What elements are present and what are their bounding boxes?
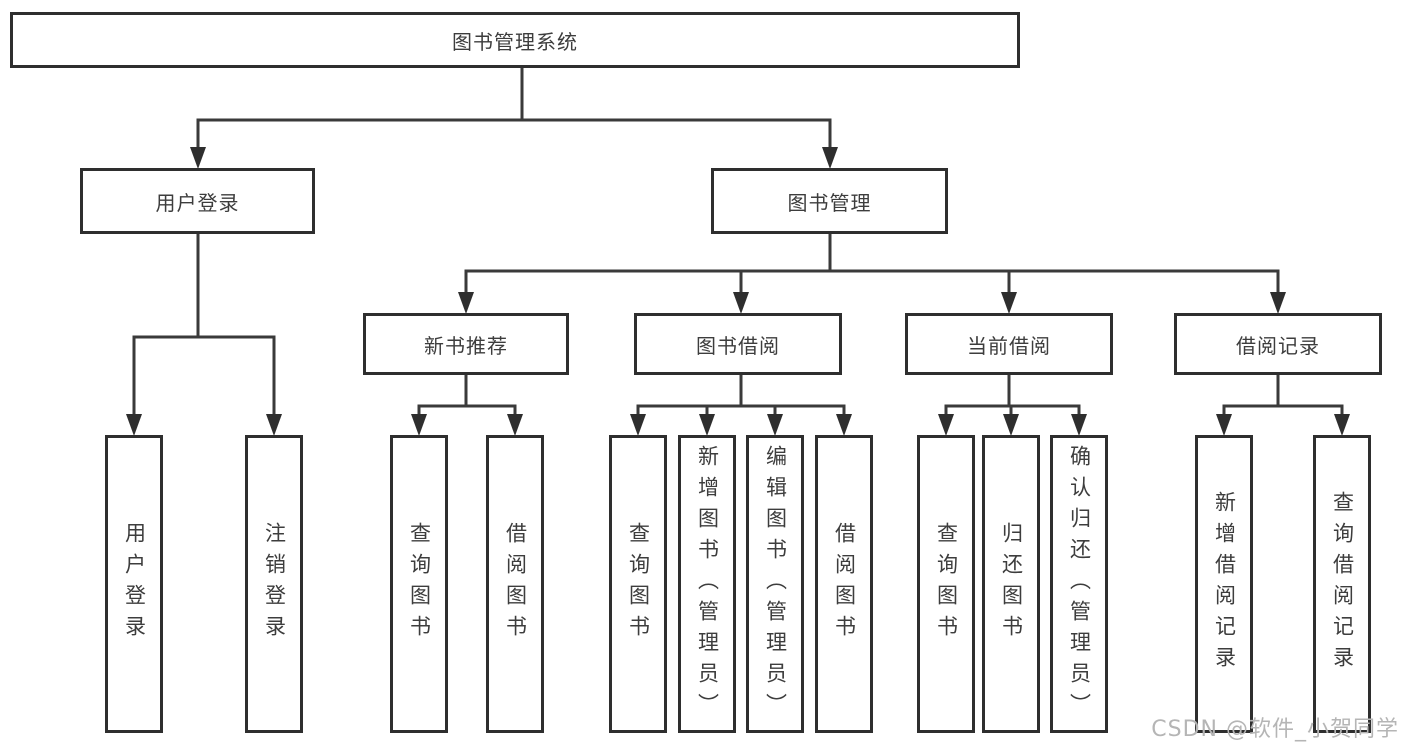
- arrowhead-cur-return: [1003, 414, 1019, 436]
- csdn-watermark: CSDN @软件_小贺同学: [1151, 717, 1399, 742]
- arrowhead-log-add: [1216, 414, 1232, 436]
- node-root: 图书管理系统: [10, 12, 1020, 68]
- arrowhead-user-login: [190, 147, 206, 169]
- node-leaf-cur-return-books: 归还图书: [982, 435, 1040, 733]
- node-borrow-records: 借阅记录: [1174, 313, 1382, 375]
- node-leaf-bor-add-books: 新增图书（管理员）: [678, 435, 736, 733]
- node-leaf-log-add-record: 新增借阅记录: [1195, 435, 1253, 733]
- arrowhead-rec-query: [411, 414, 427, 436]
- node-leaf-bor-edit-books: 编辑图书（管理员）: [746, 435, 804, 733]
- arrowhead-leaf-userlogin: [126, 414, 142, 436]
- arrowhead-newbook: [458, 292, 474, 314]
- arrowhead-log-query: [1334, 414, 1350, 436]
- node-label: 借阅记录: [1236, 333, 1320, 358]
- node-label: 新书推荐: [424, 333, 508, 358]
- node-leaf-user-login: 用户登录: [105, 435, 163, 733]
- arrowhead-currentborrow: [1001, 292, 1017, 314]
- node-leaf-bor-query-books: 查询图书: [609, 435, 667, 733]
- node-label: 借阅图书: [832, 522, 857, 646]
- node-label: 确认归还（管理员）: [1067, 444, 1092, 724]
- node-leaf-rec-borrow-books: 借阅图书: [486, 435, 544, 733]
- node-label: 查询图书: [626, 522, 651, 646]
- node-label: 查询借阅记录: [1330, 491, 1355, 677]
- node-label: 归还图书: [999, 522, 1024, 646]
- node-label: 新增图书（管理员）: [695, 444, 720, 724]
- arrowhead-borrowrecords: [1270, 292, 1286, 314]
- node-book-borrowing: 图书借阅: [634, 313, 842, 375]
- node-label: 查询图书: [407, 522, 432, 646]
- node-current-borrowing: 当前借阅: [905, 313, 1113, 375]
- node-leaf-bor-borrow-books: 借阅图书: [815, 435, 873, 733]
- arrowhead-cur-query: [938, 414, 954, 436]
- node-new-book-recommend: 新书推荐: [363, 313, 569, 375]
- node-label: 图书管理系统: [452, 29, 578, 54]
- node-label: 当前借阅: [967, 333, 1051, 358]
- node-label: 查询图书: [934, 522, 959, 646]
- node-label: 图书管理: [787, 190, 872, 215]
- node-leaf-cur-confirm-return: 确认归还（管理员）: [1050, 435, 1108, 733]
- arrowhead-bookborrow: [733, 292, 749, 314]
- node-label: 编辑图书（管理员）: [763, 444, 788, 724]
- node-leaf-logout: 注销登录: [245, 435, 303, 733]
- arrowhead-bor-borrow: [836, 414, 852, 436]
- arrowhead-bor-edit: [767, 414, 783, 436]
- arrowhead-rec-borrow: [507, 414, 523, 436]
- node-leaf-log-query-record: 查询借阅记录: [1313, 435, 1371, 733]
- node-book-management-branch: 图书管理: [711, 168, 948, 234]
- arrowhead-leaf-logout: [266, 414, 282, 436]
- node-label: 新增借阅记录: [1212, 491, 1237, 677]
- node-label: 用户登录: [155, 190, 240, 215]
- node-label: 借阅图书: [503, 522, 528, 646]
- node-label: 注销登录: [262, 522, 287, 646]
- node-leaf-cur-query-books: 查询图书: [917, 435, 975, 733]
- arrowhead-bor-query: [630, 414, 646, 436]
- node-leaf-rec-query-books: 查询图书: [390, 435, 448, 733]
- node-label: 用户登录: [122, 522, 147, 646]
- arrowhead-cur-confirm: [1071, 414, 1087, 436]
- arrowhead-bor-add: [699, 414, 715, 436]
- node-user-login-branch: 用户登录: [80, 168, 315, 234]
- arrowhead-book-management: [822, 147, 838, 169]
- node-label: 图书借阅: [696, 333, 780, 358]
